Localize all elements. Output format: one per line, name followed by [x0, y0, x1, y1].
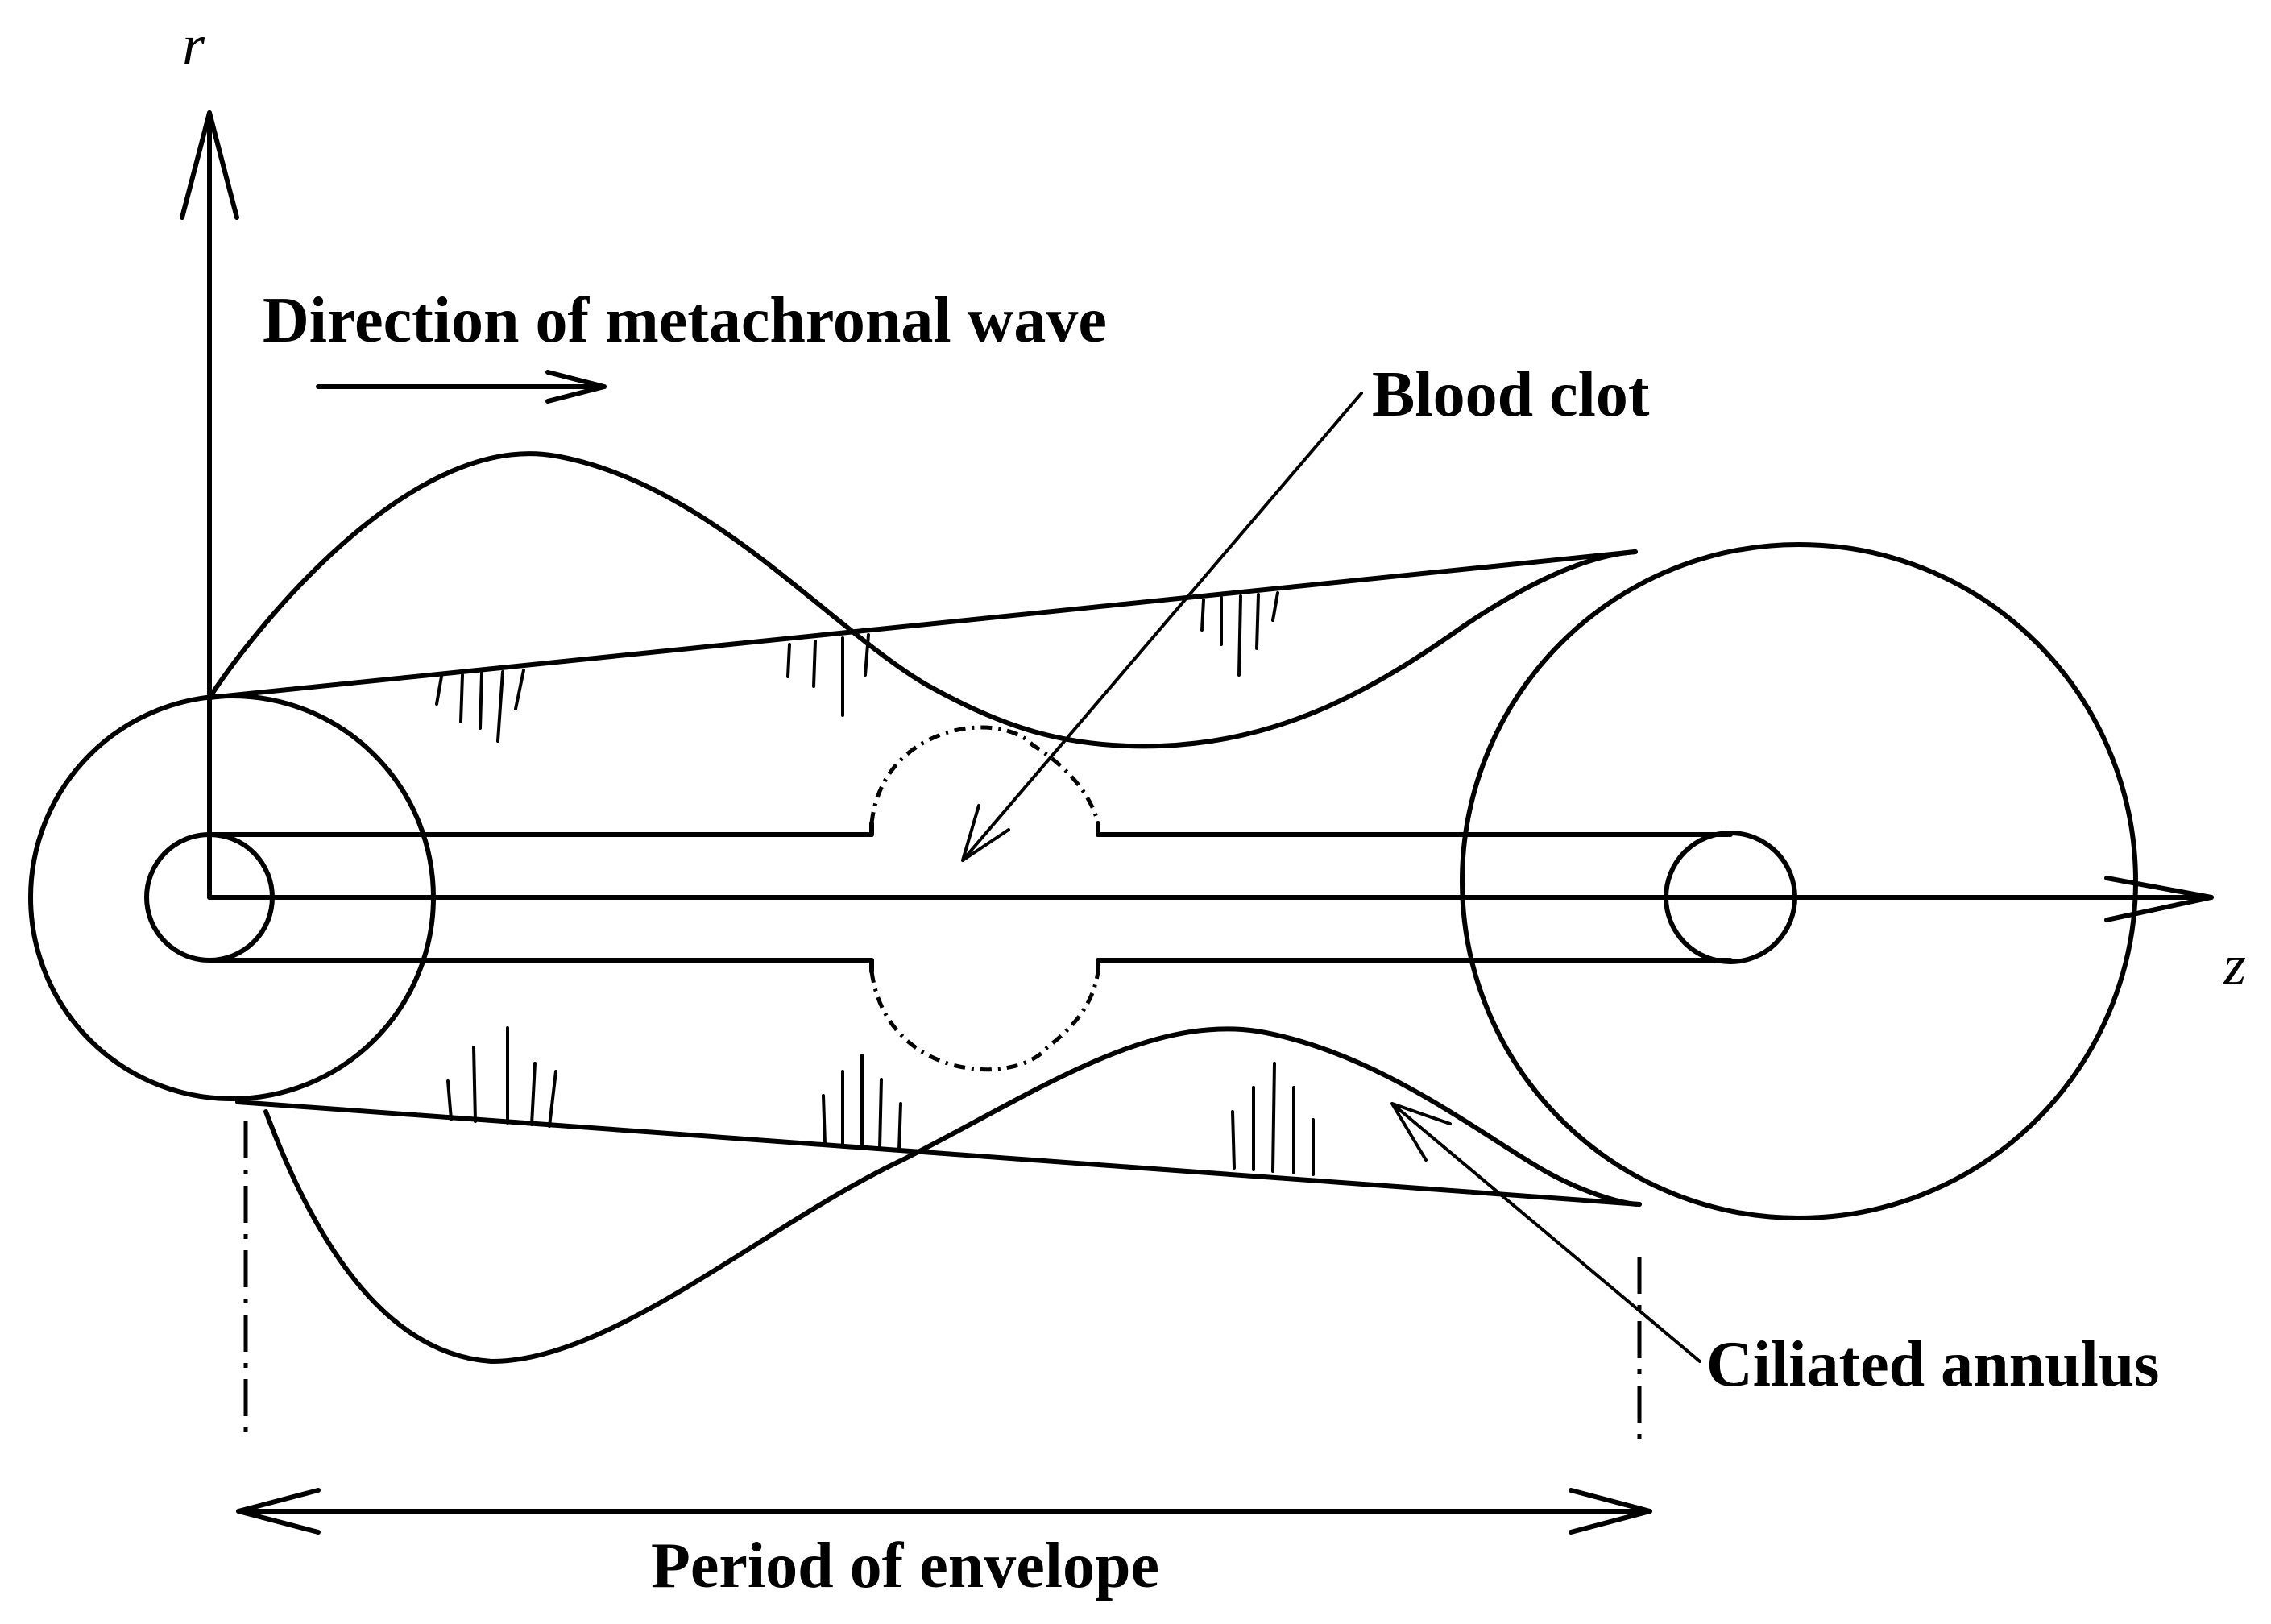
period-markers	[243, 1121, 1642, 1450]
wave-direction-arrow	[316, 370, 607, 404]
ciliated-wall	[207, 451, 1642, 1364]
period-arrow	[236, 1488, 1652, 1535]
r-axis-label: r	[182, 13, 205, 77]
z-axis	[207, 876, 2214, 922]
ciliated-annulus-label: Ciliated annulus	[1706, 1329, 2159, 1400]
cilia-upper	[435, 591, 1279, 743]
right-outer-circle	[1460, 542, 2138, 1220]
inner-tube	[207, 821, 1733, 974]
blood-clot-outline	[869, 725, 1100, 1072]
z-axis-label: z	[2223, 933, 2246, 997]
wave-direction-label: Direction of metachronal wave	[263, 285, 1107, 356]
period-label: Period of envelope	[651, 1531, 1159, 1601]
blood-clot-arrow	[961, 392, 1363, 862]
cilia-lower	[446, 1026, 1315, 1176]
ciliated-annulus-arrow	[1390, 1102, 1701, 1363]
envelope-chords	[207, 549, 1642, 1207]
blood-clot-label: Blood clot	[1372, 359, 1650, 430]
r-axis	[180, 110, 239, 900]
